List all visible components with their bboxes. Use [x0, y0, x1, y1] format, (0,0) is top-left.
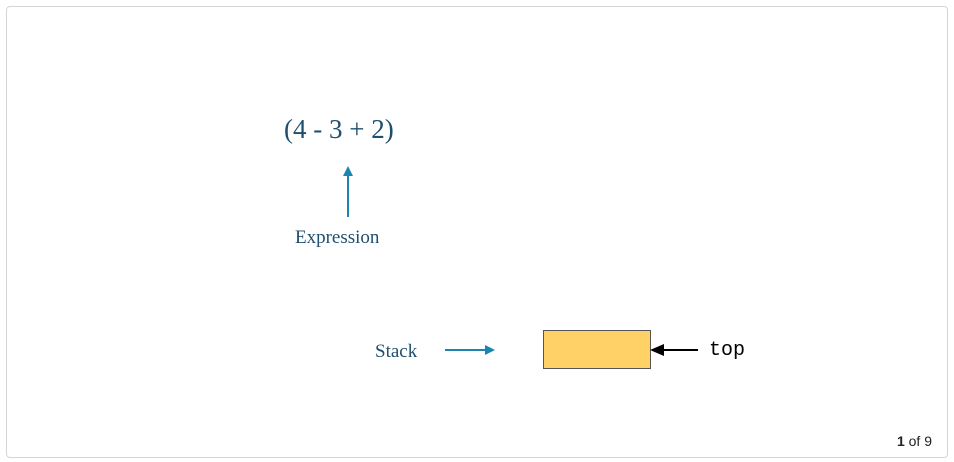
slide-pager: 1 of 9 [897, 433, 932, 449]
expression-arrow-up [343, 166, 353, 217]
top-pointer-arrow [650, 344, 698, 356]
pager-separator: of [908, 433, 921, 449]
stack-pointer-arrow [445, 345, 495, 355]
stack-label: Stack [375, 341, 418, 362]
pager-total: 9 [924, 433, 932, 449]
stack-slot [543, 330, 651, 369]
pager-current: 1 [896, 433, 905, 449]
expression-label: Expression [295, 227, 380, 248]
top-label: top [709, 339, 746, 362]
slide-frame [6, 6, 948, 458]
expression-text: (4 - 3 + 2) [284, 114, 394, 144]
